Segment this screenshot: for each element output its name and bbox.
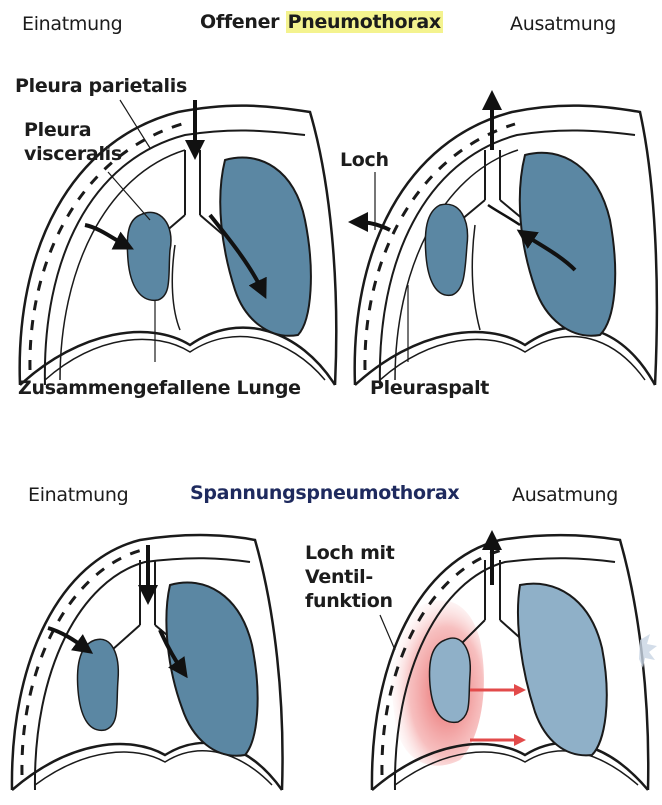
thorax-bottom-left [12,535,283,790]
label-loch-mit-line3: funktion [305,591,393,613]
thorax-bottom-right [372,535,657,790]
label-pleuraspalt: Pleuraspalt [370,378,489,400]
label-loch: Loch [340,150,389,172]
label-pleura-visceralis-line2: visceralis [24,144,122,166]
label-pleura-visceralis-line1: Pleura [24,120,91,142]
bottom-right-phase-label: Ausatmung [512,485,618,507]
top-title: Offener Pneumothorax [200,12,443,34]
bottom-title: Spannungspneumothorax [190,483,459,505]
label-loch-mit-line1: Loch mit [305,543,395,565]
top-title-part2-highlighted: Pneumothorax [286,11,443,33]
thorax-top-right [355,100,657,385]
label-collapsed-lung: Zusammengefallene Lunge [18,378,301,400]
label-pleura-parietalis: Pleura parietalis [15,76,187,98]
top-title-part1: Offener [200,11,279,33]
label-loch-mit-line2: Ventil- [305,567,373,589]
bottom-left-phase-label: Einatmung [28,485,128,507]
top-right-phase-label: Ausatmung [510,14,616,36]
top-left-phase-label: Einatmung [22,14,122,36]
